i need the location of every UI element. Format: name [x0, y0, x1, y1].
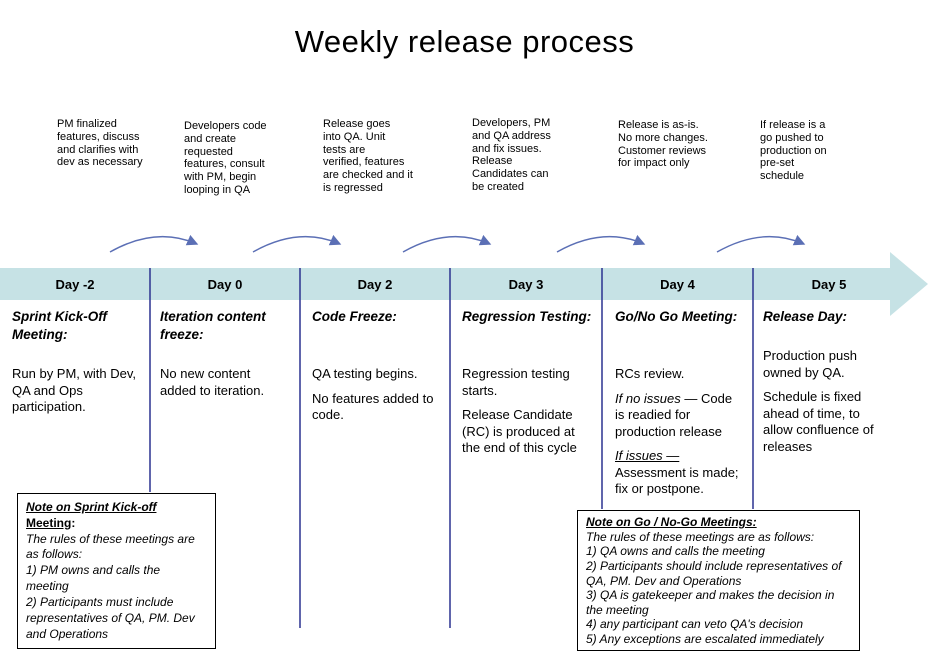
conditional-text: Assessment is made; fix or postpone.: [615, 464, 739, 497]
phase-header: Go/No Go Meeting:: [615, 309, 738, 324]
phase-column-go-no-go: Go/No Go Meeting: RCs review. If no issu…: [615, 308, 755, 506]
paragraph: No new content added to iteration.: [160, 366, 265, 398]
paragraph: QA testing begins.: [312, 366, 418, 381]
paragraph: Regression testing starts.: [462, 366, 570, 398]
phase-note-6: If release is a go pushed to production …: [760, 119, 827, 182]
flow-arc-icon-1: [109, 234, 199, 253]
day-label-5: Day 4: [660, 276, 695, 292]
day-label-3: Day 2: [357, 276, 393, 292]
flow-arc-icon-4: [556, 234, 646, 253]
page-title: Weekly release process: [294, 24, 635, 59]
phase-header: Regression Testing:: [462, 309, 592, 324]
phase-header: Sprint Kick-Off Meeting:: [12, 309, 108, 342]
note-title: Note on Sprint Kick-off Meeting:: [26, 500, 207, 532]
paragraph-if-no-issues: If no issues — Code is readied for produ…: [615, 391, 755, 441]
phase-note-2: Developers code and create requested fea…: [184, 120, 267, 196]
note-title-colon: :: [71, 515, 76, 530]
phase-note-4: Developers, PM and QA address and fix is…: [472, 117, 551, 193]
phase-note-1: PM finalized features, discuss and clari…: [57, 118, 143, 169]
note-title: Note on Go / No-Go Meetings:: [586, 515, 757, 529]
paragraph: Release Candidate (RC) is produced at th…: [462, 407, 577, 455]
day-label-2: Day 0: [207, 276, 243, 292]
note-box-sprint-kickoff: Note on Sprint Kick-off Meeting: The rul…: [17, 493, 216, 649]
day-label-1: Day -2: [55, 276, 95, 292]
paragraph: Run by PM, with Dev, QA and Ops particip…: [12, 366, 137, 414]
paragraph: RCs review.: [615, 366, 685, 381]
paragraph-if-issues: If issues — Assessment is made; fix or p…: [615, 448, 755, 498]
day-label-6: Day 5: [811, 276, 847, 292]
paragraph: No features added to code.: [312, 390, 434, 423]
flow-arc-icon-2: [252, 234, 342, 253]
note-title-line: Note on Sprint Kick-off: [26, 500, 157, 514]
conditional-text: — Code is readied for production release: [615, 390, 733, 439]
phase-header: Release Day:: [763, 309, 848, 324]
phase-note-3: Release goes into QA. Unit tests are ver…: [323, 118, 413, 194]
phase-header: Iteration content freeze:: [160, 309, 266, 342]
conditional-label: If no issues: [615, 390, 681, 406]
flow-arc-icon-5: [716, 234, 806, 253]
conditional-label: If issues —: [615, 448, 680, 463]
paragraph: Schedule is fixed ahead of time, to allo…: [763, 389, 874, 454]
timeline-bar: [0, 268, 890, 300]
note-title-line: Meeting: [26, 515, 72, 530]
phase-note-5: Release is as-is. No more changes. Custo…: [618, 119, 708, 170]
note-body: The rules of these meetings are as follo…: [26, 531, 195, 641]
timeline-end-arrow-icon: [890, 252, 928, 316]
paragraph: Production push owned by QA.: [763, 348, 857, 380]
phase-column-release-day: Release Day: Production push owned by QA…: [763, 308, 891, 463]
note-body: The rules of these meetings are as follo…: [586, 529, 842, 646]
flow-arc-icon-3: [402, 234, 492, 253]
day-label-4: Day 3: [508, 276, 544, 292]
phase-column-regression-testing: Regression Testing: Regression testing s…: [462, 308, 602, 465]
phase-column-code-freeze: Code Freeze: QA testing begins. No featu…: [312, 308, 454, 432]
phase-column-iteration-freeze: Iteration content freeze: No new content…: [160, 308, 294, 407]
phase-header: Code Freeze:: [312, 309, 397, 324]
note-box-go-no-go: Note on Go / No-Go Meetings: The rules o…: [577, 510, 860, 651]
phase-column-sprint-kickoff: Sprint Kick-Off Meeting: Run by PM, with…: [12, 308, 150, 424]
